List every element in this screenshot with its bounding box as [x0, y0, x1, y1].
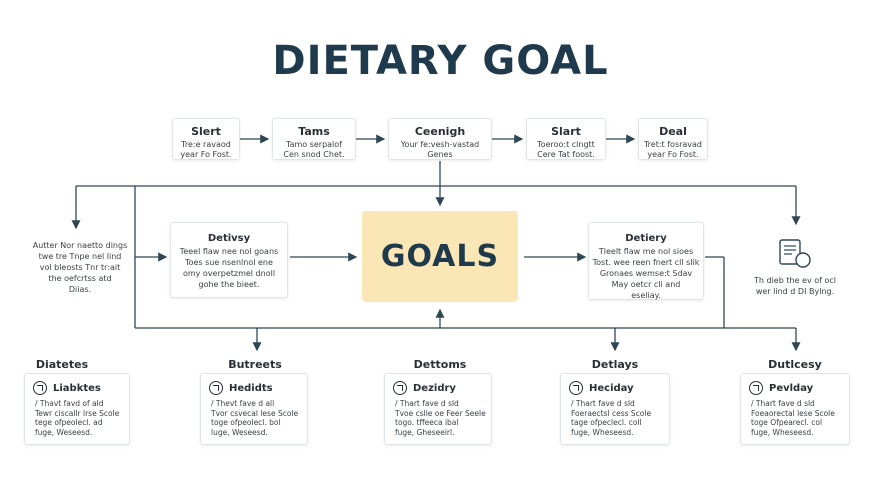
goals-center-box: GOALS: [362, 211, 518, 302]
bottom-label-3: Dettoms: [413, 358, 467, 371]
bottom-label-2: Butreets: [228, 358, 282, 371]
refresh-icon: [393, 381, 407, 395]
bottom-label-1: Diatetes: [35, 358, 89, 371]
bottom-label-4: Detlays: [591, 358, 639, 371]
top-box-1-title: Slert: [191, 125, 221, 138]
top-box-4-title: Slart: [551, 125, 581, 138]
top-box-2-title: Tams: [298, 125, 330, 138]
bottom-card-4-title: Heciday: [589, 382, 634, 394]
bottom-card-3-title: Dezidry: [413, 382, 456, 394]
bottom-card-2-title: Hedidts: [229, 382, 273, 394]
right-mid-title: Detiery: [625, 233, 667, 244]
bottom-card-5-title: Pevlday: [769, 382, 814, 394]
top-box-3-title: Ceenigh: [414, 125, 466, 138]
refresh-icon: [209, 381, 223, 395]
refresh-icon: [569, 381, 583, 395]
refresh-icon: [33, 381, 47, 395]
bottom-card-1-title: Liabktes: [53, 382, 101, 394]
top-box-5-title: Deal: [659, 125, 687, 138]
left-mid-title: Detivsy: [207, 233, 251, 244]
document-check-icon: [779, 239, 811, 268]
page-title: DIETARY GOAL: [272, 38, 609, 84]
bottom-label-5: Dutlcesy: [768, 358, 822, 371]
refresh-icon: [749, 381, 763, 395]
